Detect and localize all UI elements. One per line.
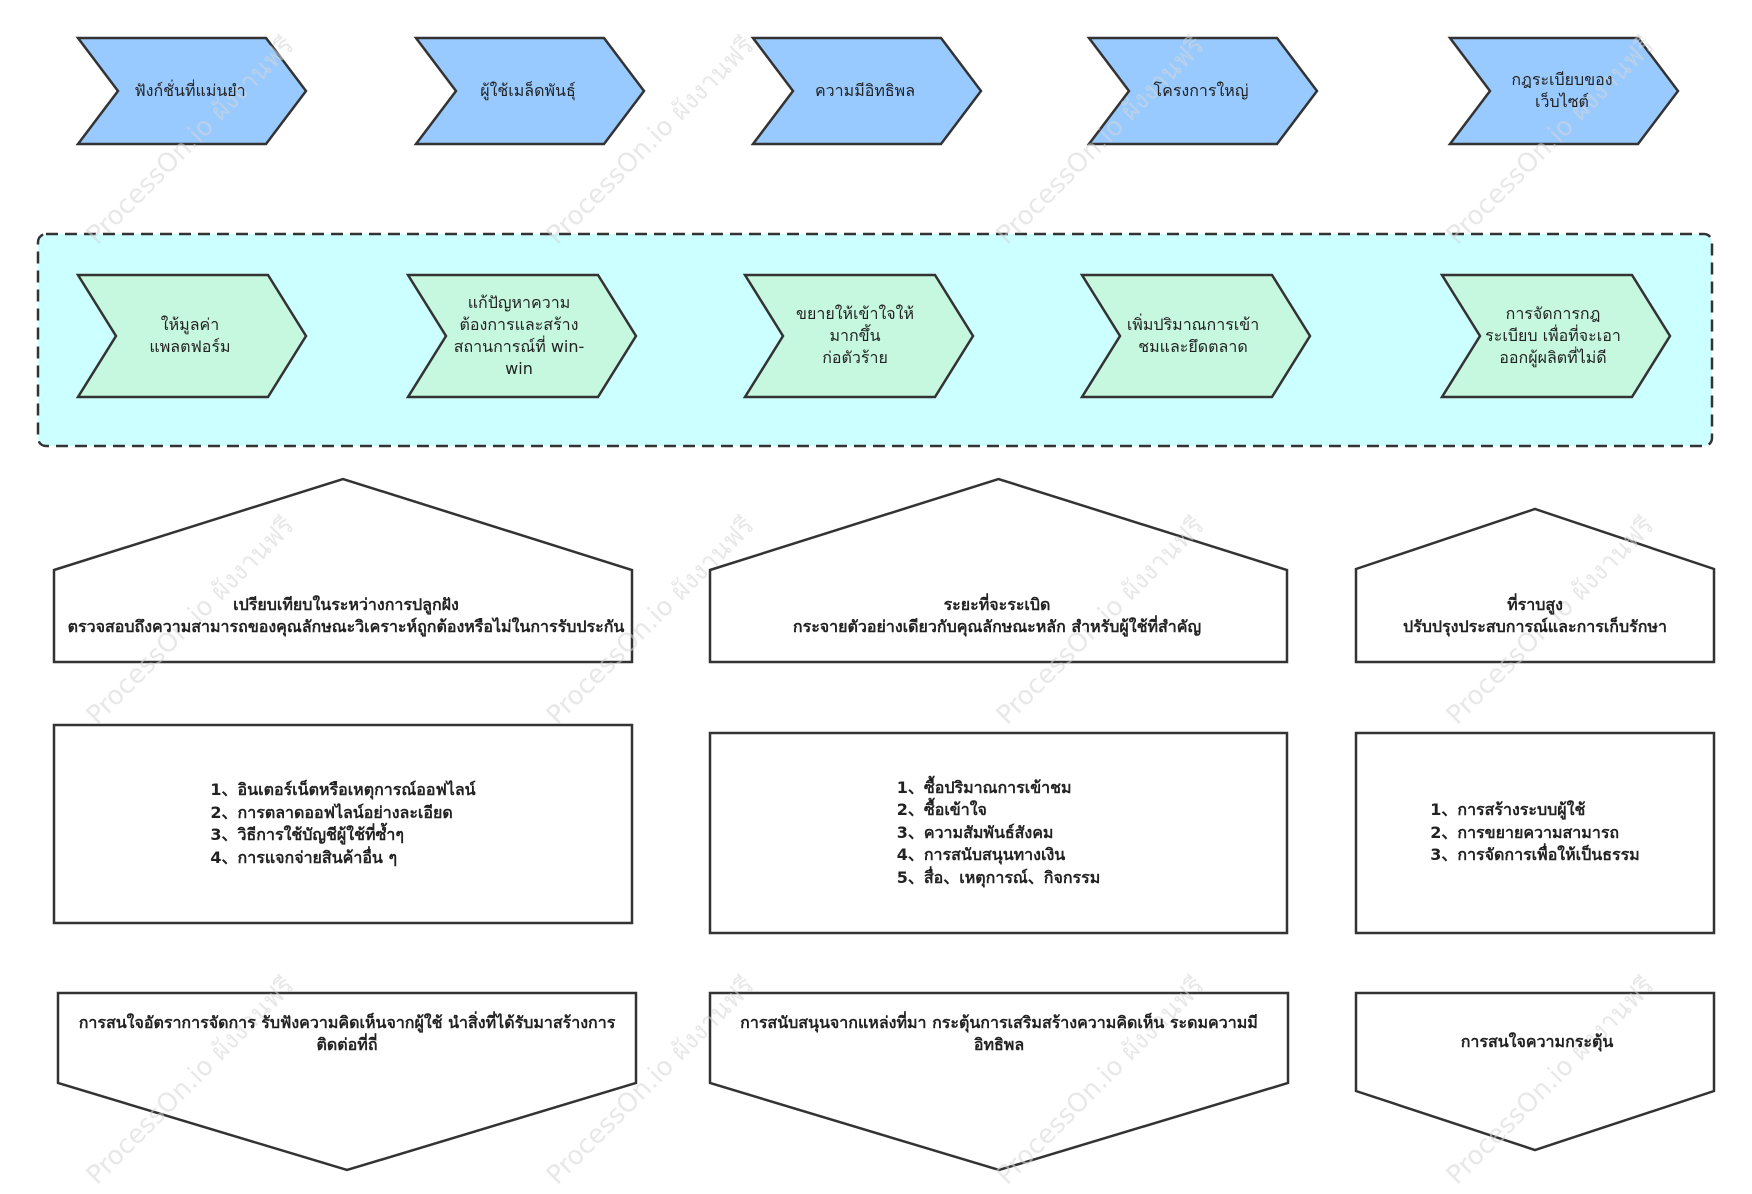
- top-arrow-label: กฎระเบียบของ เว็บไซต์: [1511, 70, 1613, 111]
- list-item: 1、การสร้างระบบผู้ใช้: [1430, 800, 1586, 820]
- stage-pentagon: [52, 477, 634, 664]
- bottom-pentagon: [56, 991, 638, 1172]
- stage-title: ที่ราบสูง: [1507, 595, 1563, 614]
- list-item: 2、ซื้อเข้าใจ: [896, 800, 987, 820]
- stage-title: ระยะที่จะระเบิด: [943, 595, 1051, 614]
- mid-chevron-arrow: [742, 273, 975, 399]
- top-chevron-arrow: [75, 36, 308, 146]
- top-chevron-arrow: [750, 36, 983, 146]
- list-item: 1、อินเตอร์เน็ตหรือเหตุการณ์ออฟไลน์: [210, 780, 476, 799]
- list-item: 3、วิธีการใช้บัญชีผู้ใช้ที่ซ้ำๆ: [210, 825, 404, 844]
- mid-arrow-label: ขยายให้เข้าใจให้ มากขึ้น ก่อตัวร้าย: [796, 304, 914, 367]
- mid-arrow-label: การจัดการกฎ ระเบียบ เพื่อที่จะเอา ออกผู้…: [1485, 304, 1621, 367]
- action-list-box: 1、ซื้อปริมาณการเข้าชม 2、ซื้อเข้าใจ 3、ควา…: [710, 733, 1287, 933]
- list-item: 4、การแจกจ่ายสินค้าอื่น ๆ: [210, 847, 398, 867]
- stage-box: ระยะที่จะระเบิด กระจายตัวอย่างเดียวกับคุ…: [712, 570, 1282, 662]
- top-arrow-label: โครงการใหญ่: [1153, 81, 1249, 100]
- list-item: 1、ซื้อปริมาณการเข้าชม: [896, 777, 1072, 797]
- action-list: 1、อินเตอร์เน็ตหรือเหตุการณ์ออฟไลน์ 2、การ…: [210, 779, 475, 869]
- mid-arrow-label: เพิ่มปริมาณการเข้า ชมและยึดตลาด: [1126, 315, 1260, 356]
- mid-chevron-arrow: [1439, 273, 1672, 399]
- stage-box: ที่ราบสูง ปรับปรุงประสบการณ์และการเก็บรั…: [1360, 575, 1710, 657]
- top-chevron-arrow: [1086, 36, 1319, 146]
- list-item: 3、การจัดการเพื่อให้เป็นธรรม: [1430, 845, 1640, 865]
- stage-pentagon: [708, 477, 1289, 664]
- action-list: 1、การสร้างระบบผู้ใช้ 2、การขยายความสามารถ…: [1430, 799, 1639, 867]
- mid-chevron-arrow: [75, 273, 308, 399]
- action-list-box: 1、การสร้างระบบผู้ใช้ 2、การขยายความสามารถ…: [1356, 733, 1714, 933]
- list-item: 5、สื่อ、เหตุการณ์、กิจกรรม: [896, 867, 1101, 887]
- bottom-note: การสนับสนุนจากแหล่งที่มา กระตุ้นการเสริม…: [740, 1013, 1258, 1054]
- stage-description: ตรวจสอบถึงความสามารถของคุณลักษณะวิเคราะห…: [67, 617, 625, 636]
- mid-arrow-label: แก้ปัญหาความ ต้องการและสร้าง สถานการณ์ที…: [453, 293, 585, 378]
- list-item: 2、การขยายความสามารถ: [1430, 822, 1620, 842]
- bottom-note: การสนใจอัตราการจัดการ รับฟังความคิดเห็นจ…: [78, 1013, 616, 1054]
- stage-pentagon: [1354, 507, 1716, 664]
- list-rectangle: [52, 723, 634, 925]
- mid-chevron-arrow: [405, 273, 638, 399]
- list-item: 4、การสนับสนุนทางเงิน: [896, 845, 1066, 865]
- stage-box: เปรียบเทียบในระหว่างการปลูกฝัง ตรวจสอบถึ…: [60, 570, 632, 662]
- top-chevron-arrow: [1447, 36, 1680, 146]
- list-item: 2、การตลาดออฟไลน์อย่างละเอียด: [210, 802, 453, 822]
- mid-chevron-arrow: [1079, 273, 1312, 399]
- top-arrow-label: ฟังก์ชั่นที่แม่นยำ: [134, 81, 246, 100]
- mid-arrow-label: ให้มูลค่า แพลตฟอร์ม: [149, 315, 231, 356]
- top-arrow-label: ความมีอิทธิพล: [814, 81, 916, 100]
- list-rectangle: [1354, 731, 1716, 935]
- top-arrow-label: ผู้ใช้เมล็ดพันธุ์: [480, 81, 576, 100]
- stage-description: กระจายตัวอย่างเดียวกับคุณลักษณะหลัก สำหร…: [792, 617, 1202, 636]
- action-list-box: 1、อินเตอร์เน็ตหรือเหตุการณ์ออฟไลน์ 2、การ…: [54, 725, 632, 923]
- bottom-pentagon: [708, 991, 1290, 1172]
- list-rectangle: [708, 731, 1289, 935]
- stage-title: เปรียบเทียบในระหว่างการปลูกฝัง: [233, 595, 459, 614]
- bottom-note: การสนใจความกระตุ้น: [1460, 1032, 1614, 1051]
- bottom-pentagon: [1354, 991, 1716, 1152]
- list-item: 3、ความสัมพันธ์สังคม: [896, 822, 1054, 842]
- action-list: 1、ซื้อปริมาณการเข้าชม 2、ซื้อเข้าใจ 3、ควา…: [897, 777, 1101, 890]
- stage-description: ปรับปรุงประสบการณ์และการเก็บรักษา: [1403, 617, 1667, 636]
- top-chevron-arrow: [413, 36, 646, 146]
